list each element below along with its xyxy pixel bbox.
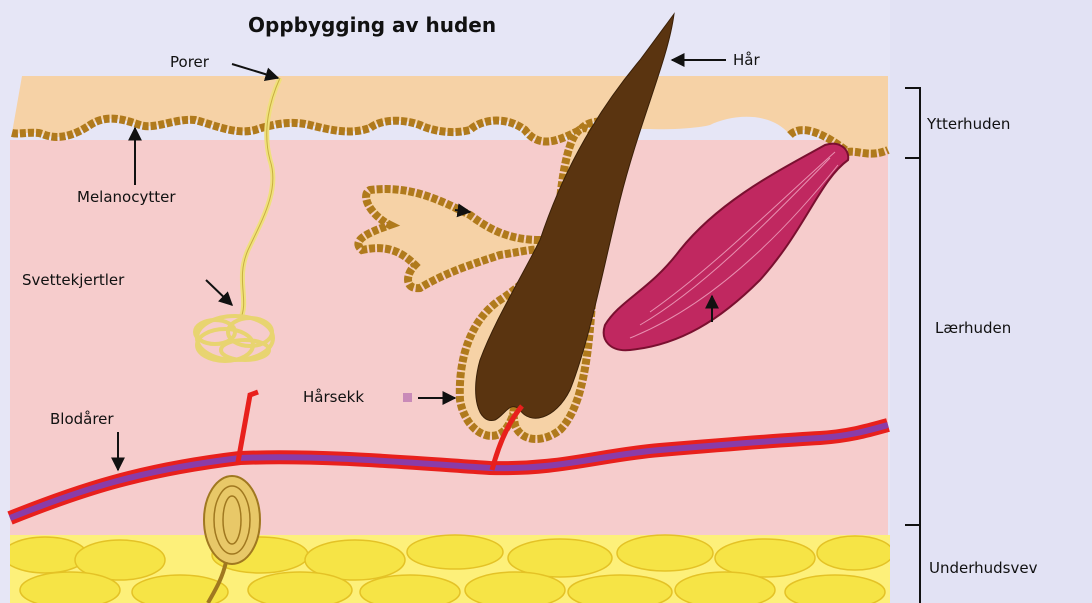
fat-tissue — [3, 535, 893, 603]
diagram-title: Oppbygging av huden — [248, 13, 496, 37]
label-subcutis: Underhudsvev — [929, 561, 1037, 576]
label-pores: Porer — [170, 55, 209, 70]
label-dermis: Lærhuden — [935, 321, 1011, 336]
pores-arrow — [232, 64, 278, 78]
follicle-marker — [403, 393, 412, 402]
label-hair: Hår — [733, 53, 760, 68]
label-melanocytes: Melanocytter — [77, 190, 176, 205]
label-blood-vessels: Blodårer — [50, 412, 114, 427]
label-hair-follicle: Hårsekk — [303, 390, 364, 405]
label-sweat-glands: Svettekjertler — [22, 273, 124, 288]
label-epidermis: Ytterhuden — [927, 117, 1010, 132]
